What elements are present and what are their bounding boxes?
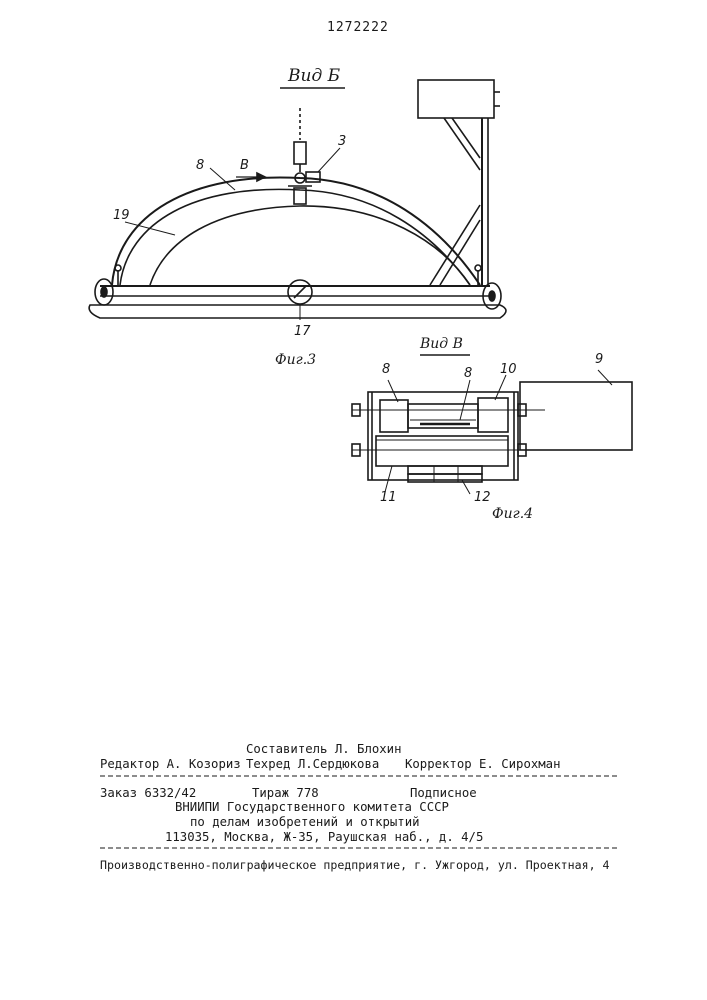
imprint-editor: Редактор А. Козориз [100, 757, 241, 771]
imprint-org-line2: по делам изобретений и открытий [190, 815, 420, 829]
figure3-drawing [89, 80, 506, 320]
fig3-view-label: Вид Б [288, 66, 340, 86]
fig4-view-label: Вид В [420, 336, 463, 352]
fig4-part-11: 11 [380, 490, 397, 505]
imprint-subscription: Подписное [410, 786, 477, 800]
imprint-compiler: Составитель Л. Блохин [246, 742, 401, 756]
fig4-part-10: 10 [500, 362, 517, 377]
imprint-printer: Производственно-полиграфическое предприя… [100, 858, 610, 872]
figure4-drawing [352, 355, 632, 494]
fig3-caption: Фиг.3 [275, 352, 316, 368]
imprint-address: 113035, Москва, Ж-35, Раушская наб., д. … [165, 830, 483, 844]
fig3-part-3: 3 [338, 134, 346, 149]
fig4-part-12: 12 [474, 490, 491, 505]
imprint-org-line1: ВНИИПИ Государственного комитета СССР [175, 800, 449, 814]
fig4-part-8b: 8 [464, 366, 472, 381]
fig4-part-9: 9 [595, 352, 603, 367]
fig4-part-8a: 8 [382, 362, 390, 377]
fig3-arrow-label: В [240, 158, 249, 173]
fig3-part-19: 19 [113, 208, 130, 223]
imprint-circulation: Тираж 778 [252, 786, 319, 800]
fig3-part-17: 17 [294, 324, 311, 339]
imprint-corrector: Корректор Е. Сирохман [405, 757, 560, 771]
imprint-order: Заказ 6332/42 [100, 786, 196, 800]
fig3-part-8: 8 [196, 158, 204, 173]
fig4-caption: Фиг.4 [492, 506, 533, 522]
imprint-techred: Техред Л.Сердюкова [246, 757, 379, 771]
